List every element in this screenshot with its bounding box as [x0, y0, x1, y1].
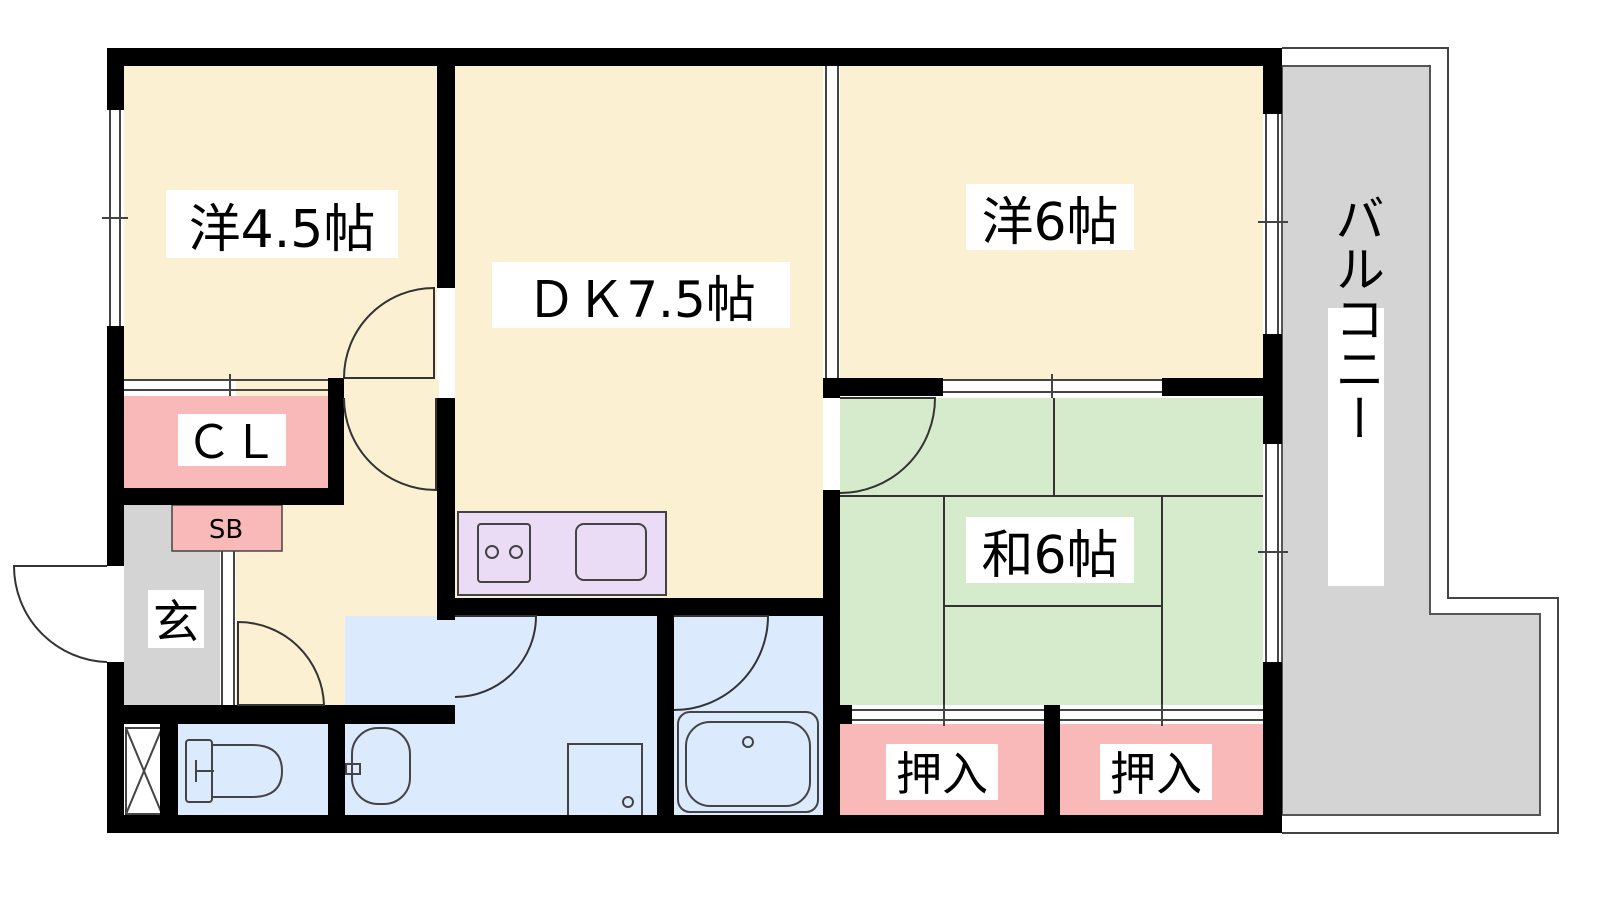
label-backgrounds	[148, 184, 1384, 800]
room-label-oshiire-2: 押入	[1110, 747, 1202, 801]
room-label-entrance: 玄	[153, 595, 199, 649]
bathroom-area	[674, 616, 823, 816]
stove	[477, 523, 531, 583]
room-label-japanese: 和6帖	[981, 526, 1118, 586]
burner-right	[509, 545, 523, 559]
balcony-rail	[1282, 47, 1559, 834]
shoe-box	[171, 504, 283, 552]
room-label-balcony: バルコニー	[1327, 193, 1385, 443]
window-lines	[102, 66, 1288, 726]
walls	[107, 48, 1282, 833]
room-label-closet: ＣＬ	[186, 415, 278, 469]
room-label-oshiire-1: 押入	[896, 747, 988, 801]
burner-left	[485, 545, 499, 559]
sink	[575, 523, 647, 581]
room-label-dk: ＤＫ7.5帖	[526, 271, 756, 329]
balcony-area	[1281, 65, 1541, 816]
door-swings	[12, 286, 937, 711]
room-label-shoe-box: SB	[209, 515, 243, 545]
room-label-western-small: 洋4.5帖	[189, 200, 376, 260]
room-label-western-large: 洋6帖	[981, 193, 1118, 253]
tatami-lines	[840, 398, 1263, 705]
